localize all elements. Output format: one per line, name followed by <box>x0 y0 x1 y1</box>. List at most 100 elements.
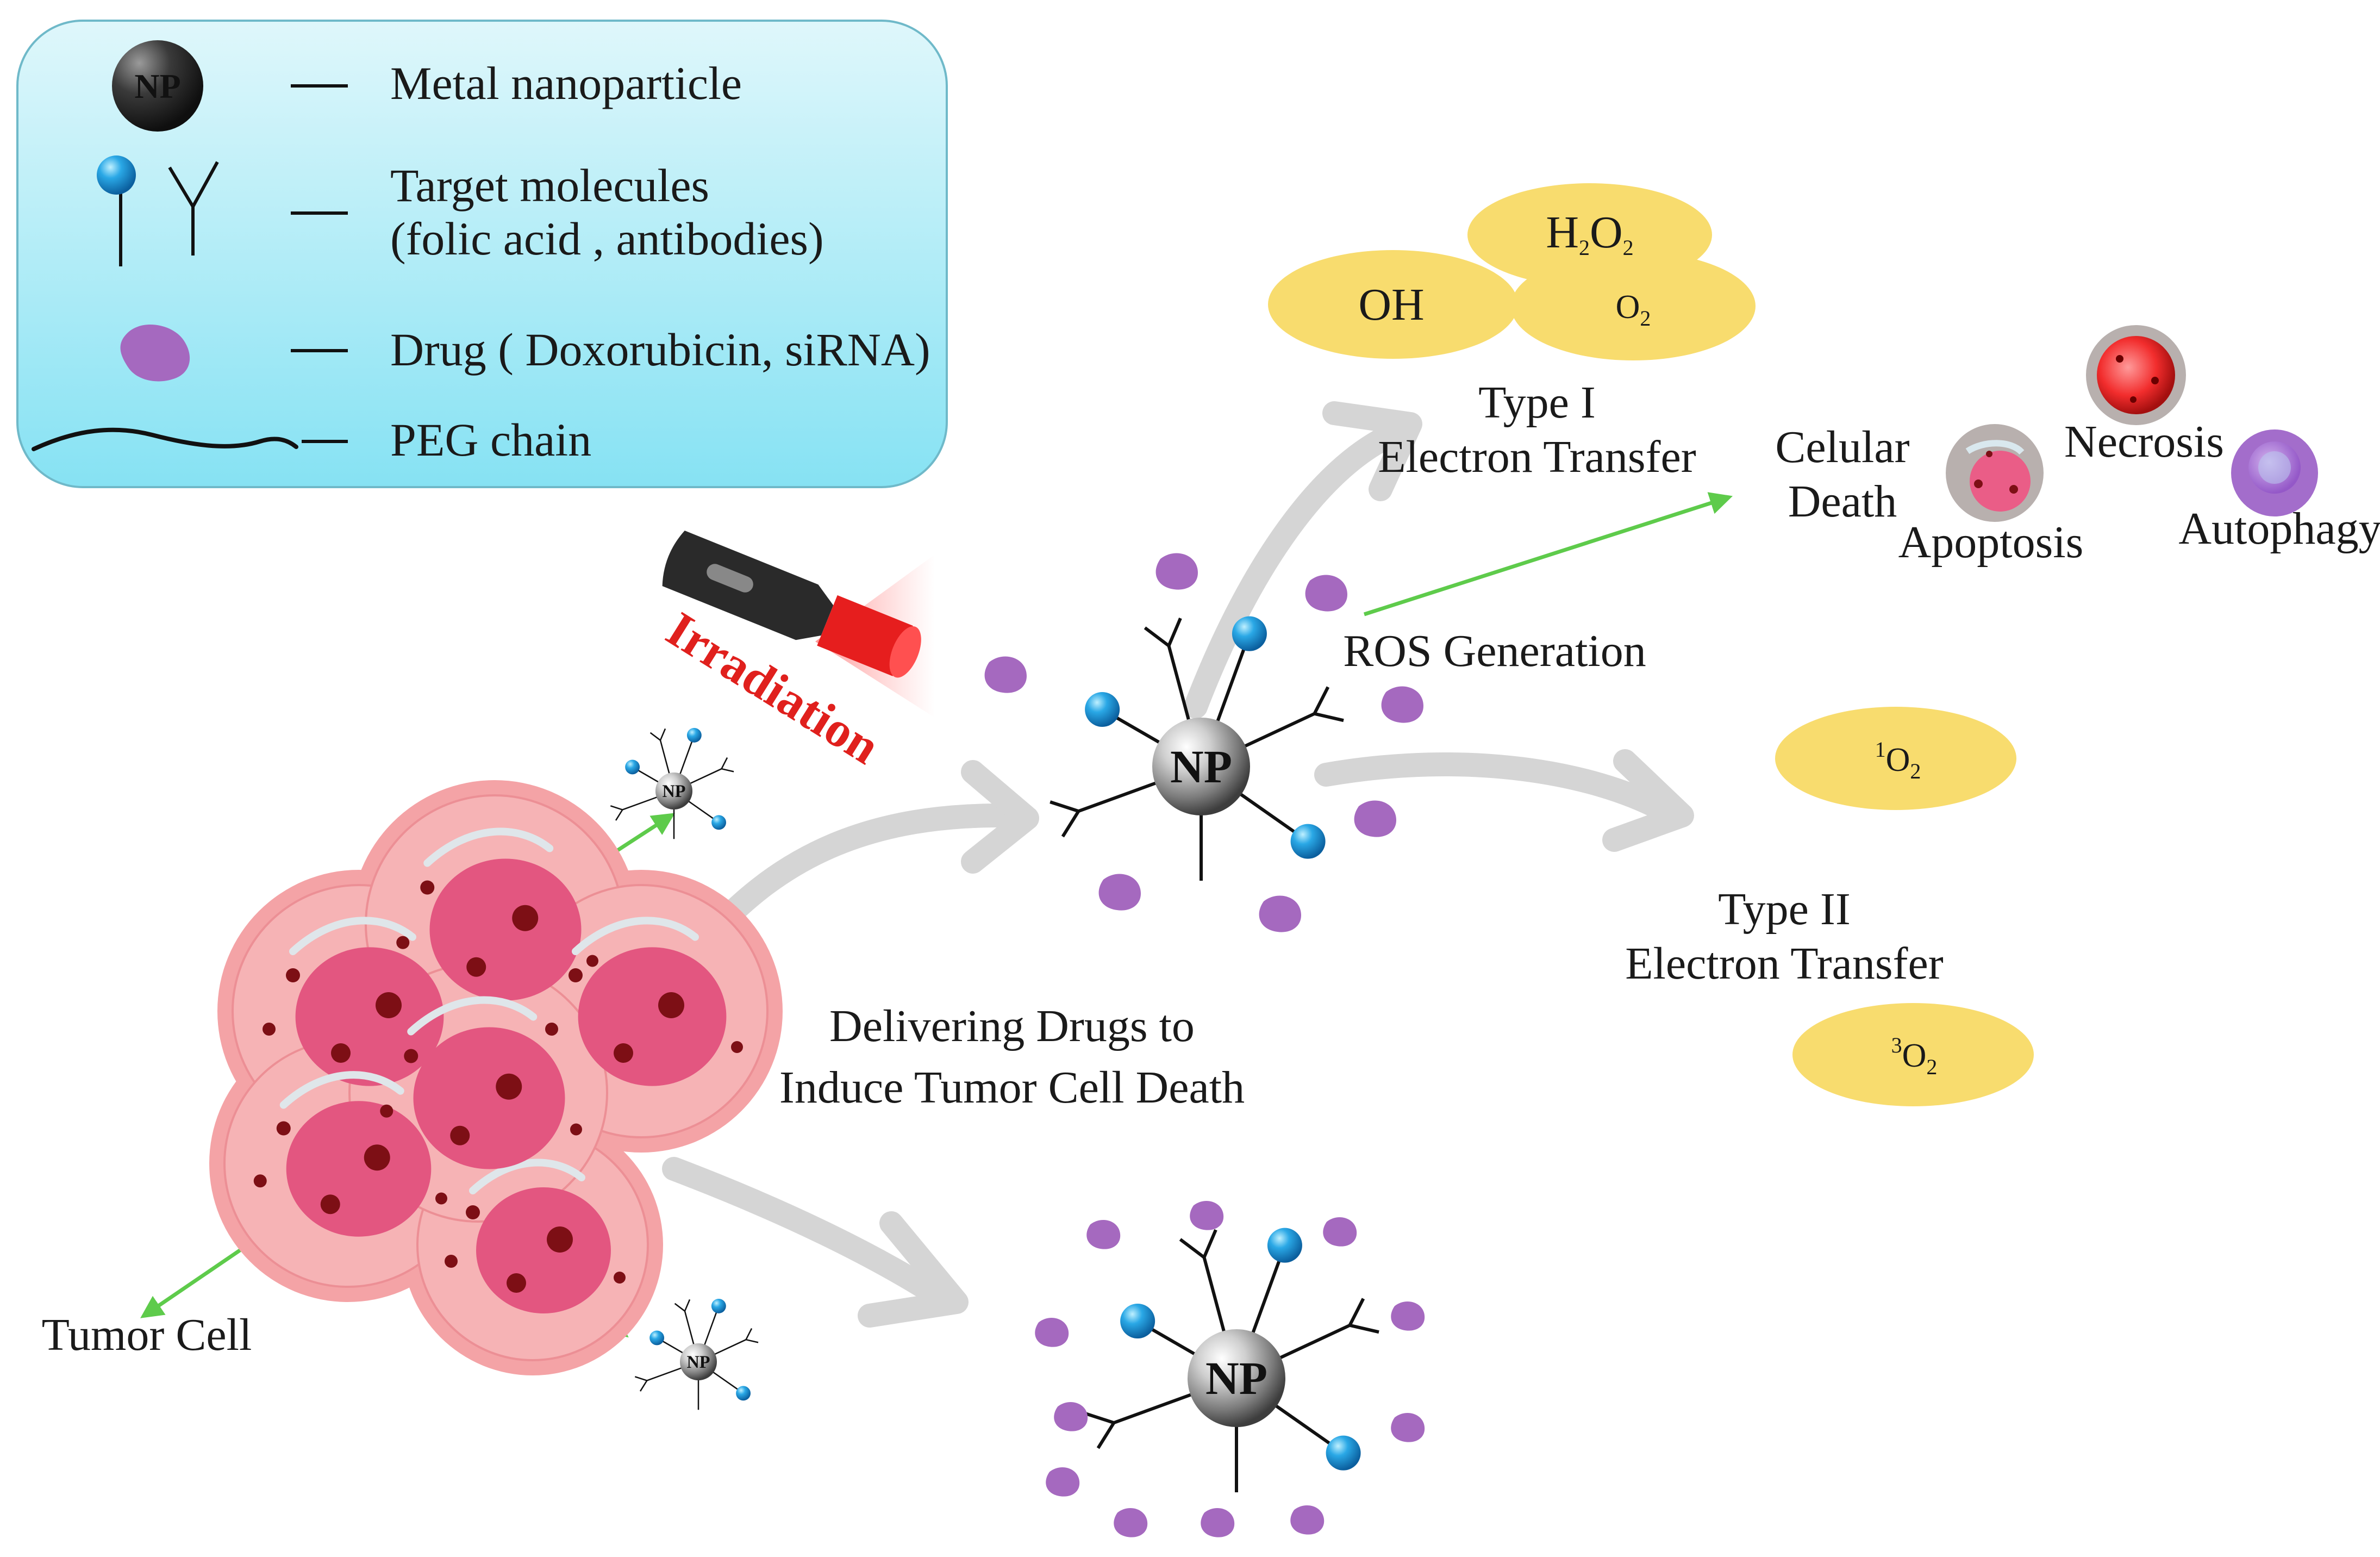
type1-line1: Type I <box>1478 377 1596 428</box>
drug-molecule <box>1391 1301 1425 1331</box>
legend-panel: NP Metal nanoparticle Target molecules (… <box>16 20 948 488</box>
antibody-fork <box>610 805 623 811</box>
target-ball <box>1326 1435 1361 1471</box>
antibody-fork <box>1348 1298 1365 1326</box>
tumor-dot <box>286 968 300 982</box>
triplet-sup: 3 <box>1891 1033 1902 1057</box>
laser-lens <box>889 626 921 678</box>
tumor-dot <box>496 1073 522 1100</box>
antibody-fork <box>1050 800 1079 813</box>
drug-molecule <box>1098 874 1141 911</box>
tumor-dot <box>364 1144 390 1171</box>
h2o2-o: O <box>1590 207 1623 258</box>
legend-label-target-examples: (folic acid , antibodies) <box>390 213 824 265</box>
bottom-nanoparticle: NP <box>1035 1200 1425 1537</box>
drug-molecule <box>1381 686 1423 723</box>
ellipse-singlet-oxygen <box>1775 707 2016 810</box>
antibody-fork <box>639 1380 648 1392</box>
laser-head <box>817 595 913 676</box>
arrowhead-tumor-to-np <box>961 760 1039 874</box>
arrowhead-np-to-type2 <box>1602 749 1694 852</box>
antibody-fork <box>1144 626 1170 647</box>
cell-death-line2: Death <box>1788 476 1897 527</box>
np-label: NP <box>1170 742 1232 793</box>
antibody-fork <box>1202 1229 1217 1259</box>
drug-molecule <box>1086 1219 1121 1249</box>
tumor-dot <box>380 1104 393 1118</box>
triplet-sub: 2 <box>1926 1055 1937 1079</box>
drug-molecule <box>1391 1412 1425 1442</box>
laser-pointer <box>662 530 935 718</box>
target-ball <box>1085 692 1120 727</box>
tumor-dot <box>420 880 435 895</box>
tumor-dot <box>507 1273 526 1293</box>
antibody-fork <box>1061 810 1080 838</box>
type2-line1: Type II <box>1718 884 1851 935</box>
delivering-line2: Induce Tumor Cell Death <box>779 1062 1245 1113</box>
tumor-nucleus <box>413 1027 565 1169</box>
tumor-nucleus <box>578 947 727 1086</box>
h2o2-sub2: 2 <box>1623 235 1634 260</box>
np-sphere <box>1152 718 1250 815</box>
np-sphere <box>1188 1329 1285 1427</box>
legend-np-icon: NP <box>112 40 203 132</box>
antibody-fork <box>684 1299 691 1312</box>
tumor-dot <box>569 968 583 982</box>
legend-background <box>16 20 948 488</box>
h2o2-sub1: 2 <box>1579 235 1590 260</box>
tumor-cell-label: Tumor Cell <box>42 1310 252 1360</box>
antibody-fork <box>1314 712 1344 723</box>
tumor-dot <box>276 1121 291 1136</box>
species-oh: OH <box>1358 279 1424 330</box>
drug-molecule <box>1054 1402 1088 1431</box>
autophagy-cell-icon <box>2231 429 2318 516</box>
arrow-np-to-type1 <box>1184 423 1403 719</box>
target-ball <box>1290 824 1326 859</box>
tumor-dot <box>545 1023 558 1036</box>
drug-molecule <box>1259 895 1301 932</box>
tumor-dot <box>445 1255 458 1268</box>
antibody-fork <box>1096 1422 1116 1449</box>
target-ball <box>1267 1228 1302 1263</box>
small-np-top: NP <box>610 727 734 839</box>
tumor-nucleus <box>476 1187 611 1313</box>
arrow-np-to-type2 <box>1314 752 1675 822</box>
apoptosis-label: Apoptosis <box>1898 517 2084 568</box>
legend-label-nanoparticle: Metal nanoparticle <box>390 57 742 109</box>
delivering-line1: Delivering Drugs to <box>829 1001 1195 1051</box>
tumor-nucleus <box>429 858 582 1001</box>
apoptosis-cell-icon <box>1946 424 2044 522</box>
target-ball <box>711 815 727 830</box>
o2-sub: 2 <box>1640 306 1651 331</box>
tumor-organelle <box>279 1071 404 1109</box>
o2-o: O <box>1616 289 1640 326</box>
tumor-organelle <box>407 996 538 1036</box>
antibody-fork <box>634 1376 647 1381</box>
tumor-organelle <box>469 1159 585 1194</box>
legend-peg-chain-icon <box>32 427 298 451</box>
tumor-organelle <box>289 917 416 955</box>
tumor-dot <box>435 1192 447 1205</box>
antibody-fork <box>745 1328 753 1340</box>
tumor-dot <box>614 1272 626 1284</box>
species-h2o2: H2O2 <box>1546 207 1633 260</box>
species-o2: O2 <box>1616 289 1651 331</box>
tumor-dot <box>331 1043 351 1063</box>
target-ball <box>625 759 640 775</box>
tumor-dot <box>658 992 684 1018</box>
legend-target-molecule-icon <box>97 155 136 266</box>
drug-molecule <box>1155 553 1198 590</box>
np-label: NP <box>686 1352 710 1372</box>
target-ball <box>686 727 702 743</box>
cell-death-line1: Celular <box>1775 422 1909 472</box>
triplet-o: O <box>1902 1037 1927 1074</box>
tumor-dot <box>570 1123 582 1136</box>
target-ball <box>649 1330 665 1346</box>
singlet-sub: 2 <box>1910 759 1921 783</box>
ellipse-oh <box>1268 250 1518 359</box>
main-nanoparticle: NP <box>984 553 1423 932</box>
antibody-fork <box>1313 686 1330 715</box>
tumor-dot <box>320 1194 340 1215</box>
tumor-dot <box>263 1023 276 1036</box>
tumor-organelle <box>572 917 699 955</box>
